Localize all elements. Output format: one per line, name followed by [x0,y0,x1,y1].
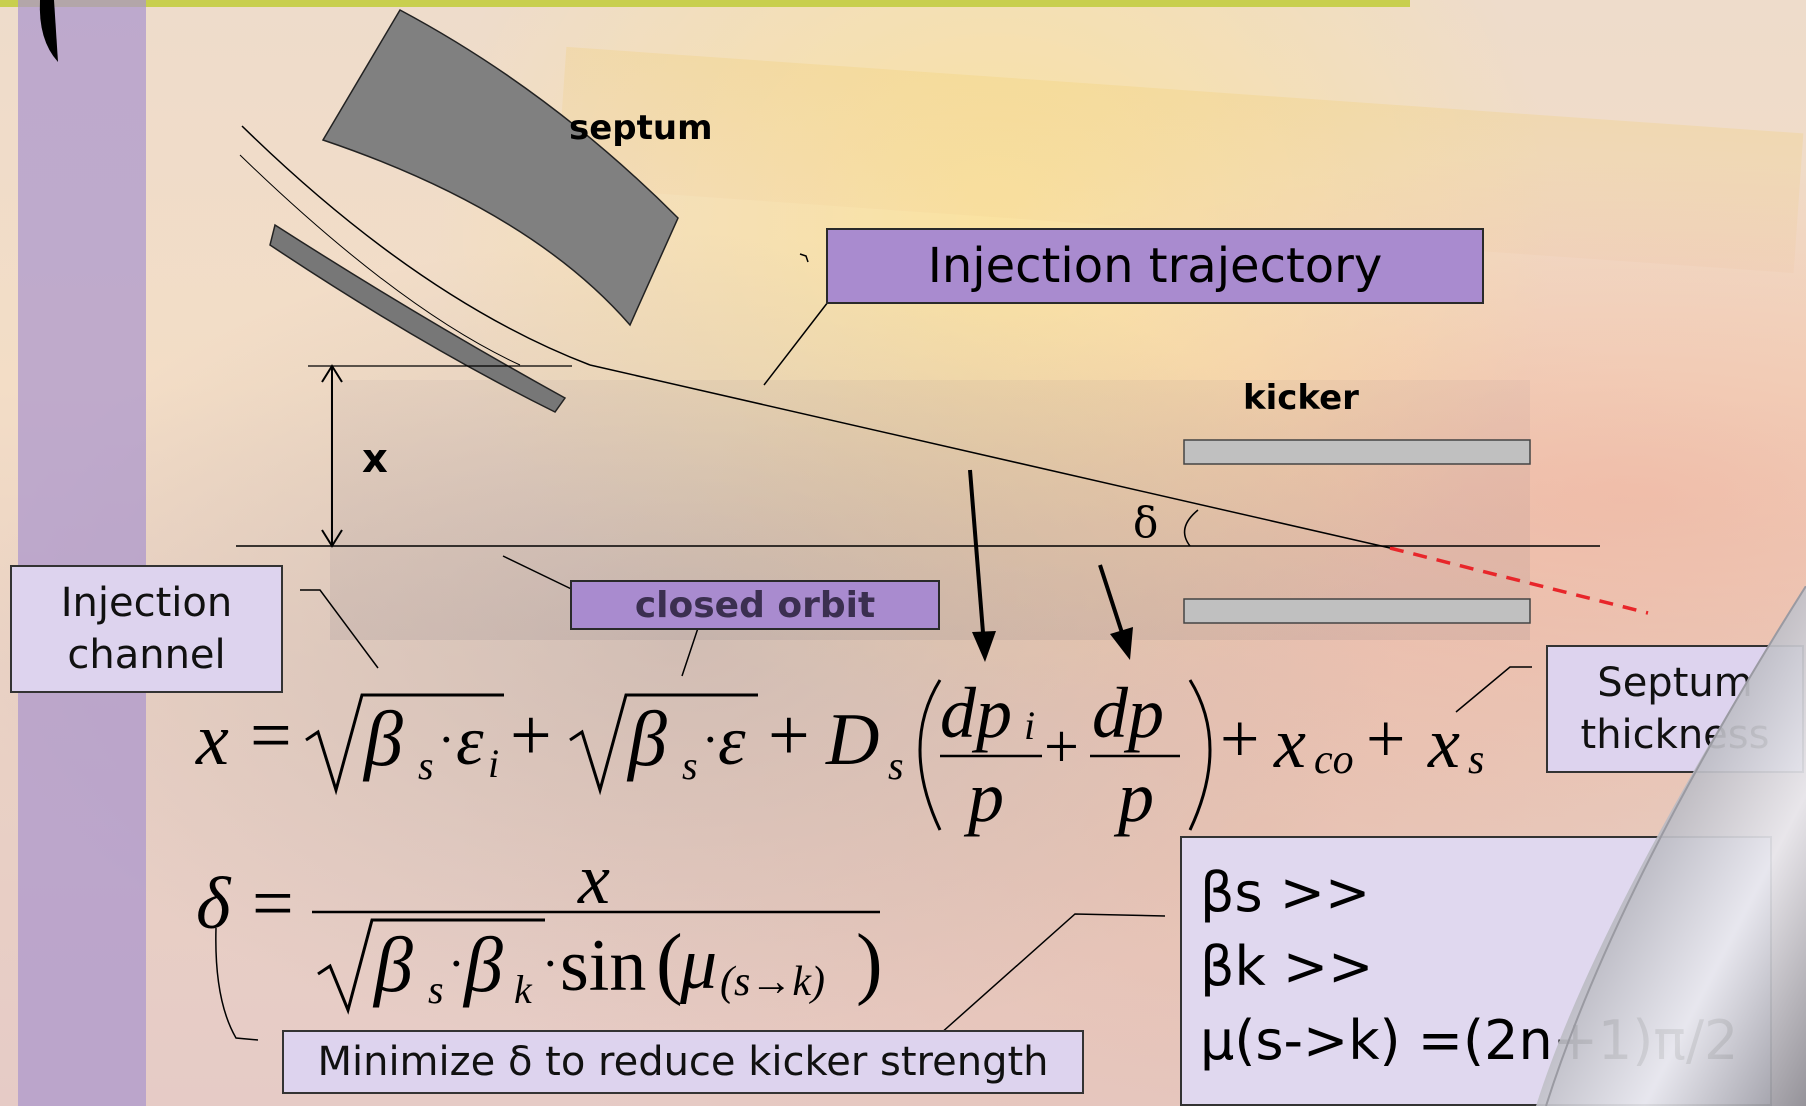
eq1-xco: x [1274,703,1306,783]
eq1-frac2-num: dp [1092,673,1164,753]
leader-closed-orbit-2 [681,627,699,677]
eq2-equals: = [252,863,294,945]
closed-orbit-box: closed orbit [570,580,940,630]
leader-conditions [939,913,1166,1035]
leader-trajectory [763,301,829,386]
eq2-dot-1: · [448,935,465,991]
title-bar-stripe [0,0,1410,7]
eq1-t1-beta: β [364,695,403,782]
eq1-plus-3: + [1044,713,1079,781]
eq2-lhs: δ [196,863,231,945]
eq1-plus-2: + [768,695,810,777]
eq1-lhs: x [196,699,229,781]
eq1-d-sub: s [888,743,904,788]
x-displacement-label: x [362,436,388,482]
trajectory-extension [1389,546,1649,615]
eq1-paren-right [1188,679,1212,831]
eq2-beta-k: β [464,921,503,1008]
eq2-num: x [578,839,610,919]
arrow-dp [1098,564,1127,643]
eq1-plus-4: + [1220,701,1260,778]
kicker-label: kicker [1243,378,1359,418]
eq1-paren-left [918,679,942,831]
injection-trajectory-box: Injection trajectory [826,228,1484,304]
eq1-frac2-den: p [1118,757,1154,837]
septum-blade [321,9,679,327]
eq1-plus-1: + [510,695,552,777]
eq2-mu: μ [680,923,718,1005]
condition-beta-s: βs >> [1200,861,1371,924]
leader-minimize [215,927,259,1041]
eq1-t1-sub-i: i [488,741,500,786]
eq1-frac1-num-sub: i [1024,703,1036,748]
page-curl [1536,586,1806,1106]
leader-tick [799,253,809,263]
eq1-t1-eps: ε [456,703,484,780]
eq1-t2-eps: ε [718,703,746,780]
corner-mark [39,0,58,62]
trajectory-line [589,364,1391,549]
trajectory-arc [241,125,591,366]
kicker-plate-bottom [1183,598,1531,624]
eq1-xs-sub: s [1468,737,1485,783]
septum-label: septum [569,108,713,148]
eq2-sub-k: k [514,967,532,1012]
septum-thin-blade [269,223,567,413]
minimize-delta-box: Minimize δ to reduce kicker strength [282,1030,1084,1094]
trajectory-arc-inner [239,154,521,366]
leader-septum-thickness [1455,666,1532,713]
eq2-paren-open: ( [656,919,683,1007]
delta-angle-arc [1183,509,1199,547]
eq2-mu-arg: (s→k) [720,959,825,1005]
eq1-t1-dot: · [438,711,455,767]
arrow-dpi-head [972,631,996,662]
eq1-plus-5: + [1366,701,1406,778]
eq2-sub-s: s [428,967,444,1012]
kicker-plate-top [1183,439,1531,465]
eq1-t2-sub-s: s [682,743,698,788]
eq1-t2-beta: β [628,695,667,782]
injection-channel-box: Injection channel [10,565,283,693]
arrow-dpi [968,469,986,646]
eq1-sqrt-1 [305,693,504,796]
eq1-t1-sub-s: s [418,743,434,788]
left-decor-stripe [18,0,146,1106]
leader-channel [300,589,379,669]
eq1-d: D [826,699,880,781]
eq1-frac1-num: dp [940,673,1012,753]
eq1-xs: x [1428,703,1460,783]
eq1-xco-sub: co [1314,737,1354,783]
x-arrow-head-bottom [321,529,343,548]
eq1-t2-dot: · [702,711,719,767]
eq2-dot-2: · [542,935,559,991]
eq2-beta-s: β [374,921,413,1008]
arrow-dp-head [1110,627,1133,660]
eq2-paren-close: ) [856,919,883,1007]
eq2-sin: sin [560,925,647,1007]
condition-beta-k: βk >> [1200,935,1374,998]
eq1-equals: = [250,695,292,777]
eq1-frac1-den: p [968,757,1004,837]
x-arrow-head-top [321,364,343,383]
eq1-sqrt-2 [569,693,758,796]
eq2-sqrt [317,918,545,1015]
delta-angle-label: δ [1133,498,1159,547]
